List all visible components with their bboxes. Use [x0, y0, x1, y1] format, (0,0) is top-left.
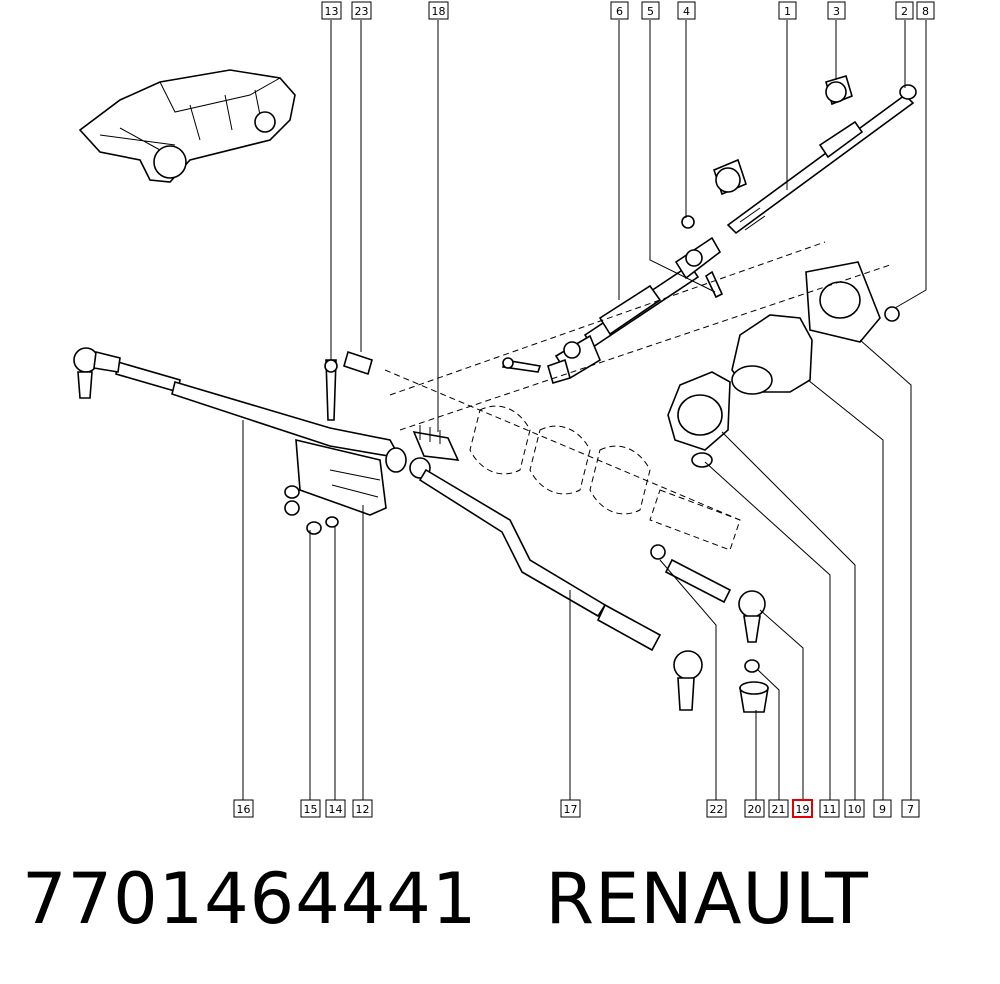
part-footer: 7701464441 RENAULT	[22, 858, 869, 940]
rack-end-fitting	[412, 425, 460, 461]
svg-text:6: 6	[616, 5, 623, 18]
callout-16[interactable]: 16	[233, 799, 254, 818]
callout-11[interactable]: 11	[819, 799, 840, 818]
svg-text:23: 23	[355, 5, 369, 18]
svg-text:11: 11	[823, 803, 837, 816]
callout-22[interactable]: 22	[706, 799, 727, 818]
rack-mounting-bracket	[284, 350, 387, 535]
steering-rack-ghost	[384, 241, 891, 551]
callout-5[interactable]: 5	[641, 1, 660, 20]
svg-text:1: 1	[784, 5, 791, 18]
svg-text:2: 2	[901, 5, 908, 18]
svg-text:12: 12	[356, 803, 370, 816]
svg-text:22: 22	[710, 803, 724, 816]
callout-17[interactable]: 17	[560, 799, 581, 818]
callout-6[interactable]: 6	[610, 1, 629, 20]
brand-name: RENAULT	[545, 858, 869, 940]
svg-text:3: 3	[833, 5, 840, 18]
svg-text:5: 5	[647, 5, 654, 18]
callout-21[interactable]: 21	[768, 799, 789, 818]
svg-text:16: 16	[237, 803, 251, 816]
callout-8[interactable]: 8	[916, 1, 935, 20]
steering-column-shaft	[726, 84, 917, 235]
callout-23[interactable]: 23	[351, 1, 372, 20]
svg-text:17: 17	[564, 803, 578, 816]
svg-text:8: 8	[922, 5, 929, 18]
part-number: 7701464441	[22, 858, 478, 940]
callout-10[interactable]: 10	[844, 799, 865, 818]
svg-text:20: 20	[748, 803, 762, 816]
column-bush	[713, 75, 853, 196]
callout-20[interactable]: 20	[744, 799, 765, 818]
svg-text:7: 7	[907, 803, 914, 816]
svg-text:9: 9	[879, 803, 886, 816]
callout-3[interactable]: 3	[827, 1, 846, 20]
left-tie-rod	[73, 347, 407, 473]
steering-housing-seals	[667, 261, 900, 468]
callout-7[interactable]: 7	[901, 799, 920, 818]
leader-lines	[242, 20, 927, 800]
svg-text:13: 13	[325, 5, 339, 18]
svg-text:21: 21	[772, 803, 786, 816]
callout-9[interactable]: 9	[873, 799, 892, 818]
callout-13[interactable]: 13	[321, 1, 342, 20]
svg-text:4: 4	[683, 5, 690, 18]
callout-18[interactable]: 18	[428, 1, 449, 20]
right-tie-rod	[409, 457, 703, 711]
svg-text:10: 10	[848, 803, 862, 816]
callout-2[interactable]: 2	[895, 1, 914, 20]
callout-1[interactable]: 1	[778, 1, 797, 20]
callout-15[interactable]: 15	[300, 799, 321, 818]
callout-12[interactable]: 12	[352, 799, 373, 818]
svg-text:14: 14	[329, 803, 343, 816]
callout-4[interactable]: 4	[677, 1, 696, 20]
callout-19-highlighted[interactable]: 19	[792, 799, 813, 818]
svg-text:15: 15	[304, 803, 318, 816]
svg-text:19: 19	[796, 803, 810, 816]
callout-14[interactable]: 14	[325, 799, 346, 818]
ball-joint-set	[650, 544, 769, 713]
svg-text:18: 18	[432, 5, 446, 18]
intermediate-shaft	[501, 215, 724, 384]
car-thumbnail	[78, 69, 296, 183]
